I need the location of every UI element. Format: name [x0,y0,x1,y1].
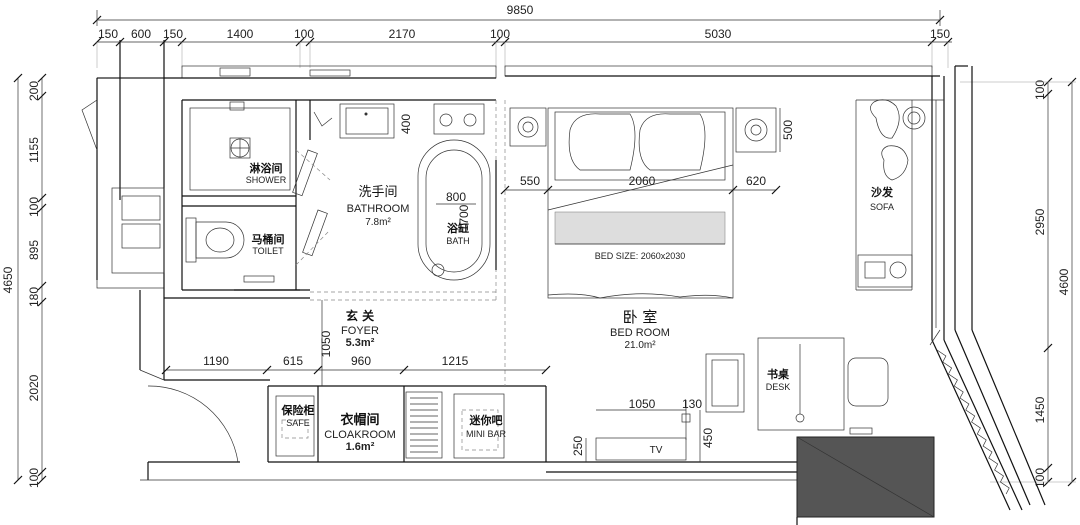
right-dim-2: 2950 [1033,208,1047,235]
bathroom-label-zh: 洗手间 [358,185,397,200]
shower-drain-icon [229,137,251,159]
desk-label-en: DESK [766,382,791,392]
bedroom-label-en: BED ROOM [610,327,670,339]
cloakroom-label-zh: 衣帽间 [340,412,379,428]
tv-width-dim: 1050 [629,397,656,411]
nightstand-left-icon [509,107,547,147]
inner-dimensions: 1190 615 960 1215 1050 550 2060 620 500 … [161,108,795,462]
cloakroom-label-en: CLOAKROOM [324,429,396,441]
right-overall-label: 4600 [1057,268,1071,295]
cloak-dim-1: 1190 [203,354,229,368]
top-dim-label: 150 [930,27,950,41]
minibar-label-en: MINI BAR [466,429,507,439]
tv-label: TV [650,445,663,456]
top-dim-label: 5030 [705,27,732,41]
left-dimensions: 4650 200 1155 100 895 180 2020 100 [1,73,47,488]
bath-width-dim: 800 [446,190,466,204]
right-dimensions: 100 2950 1450 100 4600 [960,77,1077,488]
desk-icon [705,337,889,431]
wardrobe-rail-icon [405,391,443,459]
desk-label-zh: 书桌 [767,367,790,381]
cloak-dim-2: 615 [283,354,303,368]
safe-label-zh: 保险柜 [281,403,315,417]
top-dim-label: 2170 [389,27,416,41]
bathroom-label-en: BATHROOM [347,203,410,215]
right-dim-1: 100 [1033,80,1047,100]
overall-width-label: 9850 [507,3,534,17]
bath-label-en: BATH [446,236,469,246]
sofa-label-zh: 沙发 [871,185,894,199]
minibar-label-zh: 迷你吧 [469,413,503,427]
vanity-depth-dim: 400 [399,114,413,134]
left-dim-7: 100 [27,468,41,488]
basin-icon [433,103,485,135]
bed-right-dim: 620 [746,174,766,188]
toilet-label-en: TOILET [252,246,284,256]
bed-icon [547,107,734,299]
right-dim-3: 1450 [1033,396,1047,423]
top-dim-label: 150 [163,27,183,41]
top-dim-label: 100 [294,27,314,41]
foyer-label-en: FOYER [341,325,379,337]
top-dim-label: 100 [490,27,510,41]
bed-size-label: BED SIZE: 2060x2030 [595,251,686,261]
bathtub-icon [417,139,497,281]
top-dim-label: 1400 [227,27,254,41]
left-dim-6: 2020 [27,374,41,401]
nightstand-right-icon [735,107,777,153]
left-dim-1: 200 [27,81,41,101]
room-labels: 淋浴间 SHOWER 马桶间 TOILET 洗手间 BATHROOM 7.8m²… [246,161,894,456]
bedroom-area: 21.0m² [624,340,656,351]
foyer-label-zh: 玄 关 [346,308,374,323]
cloak-dim-3: 960 [351,354,371,368]
safe-label-en: SAFE [286,418,310,428]
left-dim-5: 180 [27,287,41,307]
bathroom-area: 7.8m² [365,217,391,228]
cloakroom-area: 1.6m² [346,441,375,453]
tv-icon [595,400,691,461]
bed-left-dim: 550 [520,174,540,188]
sofa-label-en: SOFA [870,202,894,212]
bed-width-dim: 2060 [629,174,656,188]
foyer-height-dim: 1050 [319,330,333,357]
top-dimensions: 9850 150 600 150 1400 100 2170 100 5030 150 [92,3,953,68]
top-dim-label: 600 [131,27,151,41]
bedroom-label-zh: 卧 室 [623,308,658,326]
cloak-dim-4: 1215 [442,354,469,368]
left-overall-label: 4650 [1,266,15,293]
toilet-label-zh: 马桶间 [252,232,285,246]
bath-label-zh: 浴缸 [447,221,469,235]
nightstand-depth-dim: 500 [781,120,795,140]
top-dim-label: 150 [98,27,118,41]
tv-depth-dim: 450 [701,428,715,448]
toilet-icon [185,217,245,263]
walls [81,40,1046,525]
tv-base-dim: 250 [571,436,585,456]
left-dim-4: 895 [27,240,41,260]
left-dim-2: 1155 [27,137,41,163]
shower-label-en: SHOWER [246,175,287,185]
bath-length-dim: 1700 [457,204,471,231]
armchair-icon [870,99,926,181]
fixtures [185,99,926,461]
foyer-area: 5.3m² [346,337,375,349]
shower-label-zh: 淋浴间 [250,161,283,175]
tv-offset-dim: 130 [682,397,702,411]
right-dim-4: 100 [1033,468,1047,488]
left-dim-3: 100 [27,197,41,217]
